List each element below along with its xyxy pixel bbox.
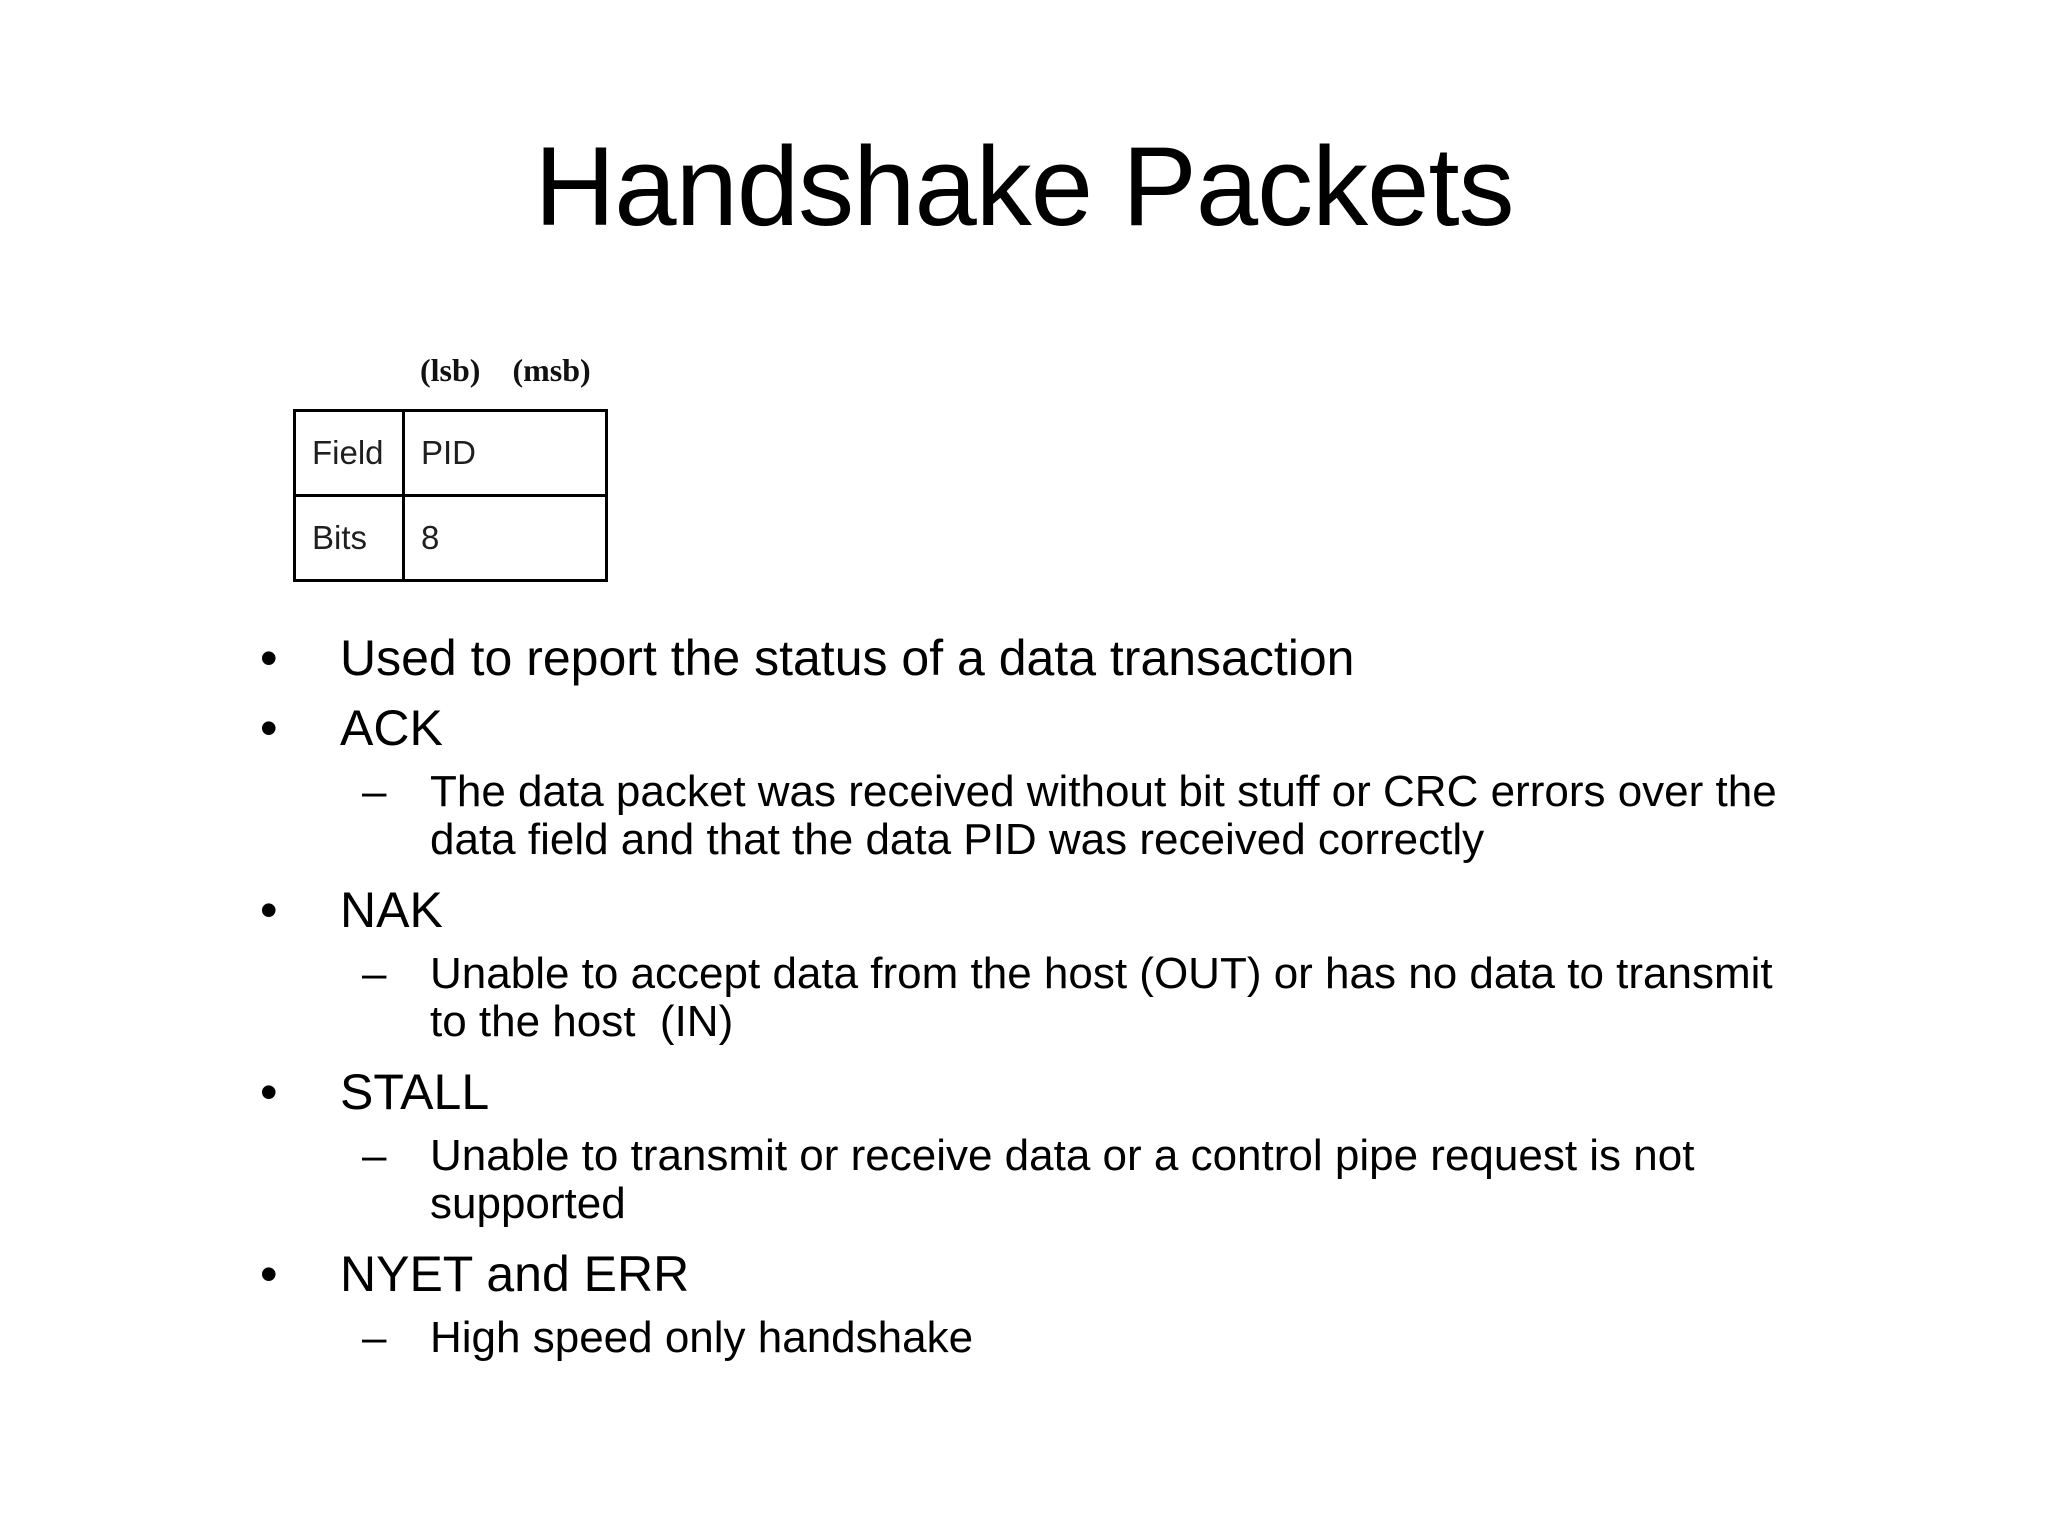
msb-label: (msb) (512, 352, 591, 388)
bullet-text: STALL (340, 1064, 490, 1120)
bullet-icon: • (260, 1064, 278, 1120)
bullet-item-nak: • NAK (252, 880, 1952, 940)
table-row-bits: Bits 8 (293, 494, 608, 582)
sub-bullet-text: Unable to transmit or receive data or a … (430, 1131, 1695, 1228)
bullet-icon: • (260, 700, 278, 756)
sub-bullet-text: Unable to accept data from the host (OUT… (430, 949, 1773, 1046)
sub-bullet-item-nak-detail: – Unable to accept data from the host (O… (252, 950, 1952, 1046)
bullet-text: ACK (340, 700, 443, 756)
bullet-list: • Used to report the status of a data tr… (252, 628, 1952, 1378)
lsb-label: (lsb) (420, 352, 481, 388)
dash-icon: – (362, 949, 387, 998)
dash-icon: – (362, 1313, 387, 1362)
bullet-icon: • (260, 1246, 278, 1302)
bullet-text: Used to report the status of a data tran… (340, 630, 1355, 686)
sub-bullet-item-nyet-err-detail: – High speed only handshake (252, 1314, 1952, 1362)
bullet-text: NYET and ERR (340, 1246, 690, 1302)
field-row-value: PID (402, 409, 608, 497)
sub-bullet-text: High speed only handshake (430, 1313, 974, 1362)
bullet-item-stall: • STALL (252, 1062, 1952, 1122)
sub-bullet-item-ack-detail: – The data packet was received without b… (252, 768, 1952, 864)
table-row-field: Field PID (293, 409, 608, 497)
bullet-item-ack: • ACK (252, 698, 1952, 758)
bit-order-labels: (lsb) (msb) (420, 351, 591, 389)
bullet-item-status: • Used to report the status of a data tr… (252, 628, 1952, 688)
dash-icon: – (362, 1131, 387, 1180)
sub-bullet-item-stall-detail: – Unable to transmit or receive data or … (252, 1132, 1952, 1228)
packet-structure-table: Field PID Bits 8 (293, 409, 608, 582)
field-row-header: Field (293, 409, 405, 497)
bullet-text: NAK (340, 882, 443, 938)
dash-icon: – (362, 767, 387, 816)
bullet-icon: • (260, 882, 278, 938)
bits-row-header: Bits (293, 494, 405, 582)
bullet-item-nyet-err: • NYET and ERR (252, 1244, 1952, 1304)
bullet-icon: • (260, 630, 278, 686)
bits-row-value: 8 (402, 494, 608, 582)
page-title: Handshake Packets (534, 124, 1514, 249)
sub-bullet-text: The data packet was received without bit… (430, 767, 1777, 864)
